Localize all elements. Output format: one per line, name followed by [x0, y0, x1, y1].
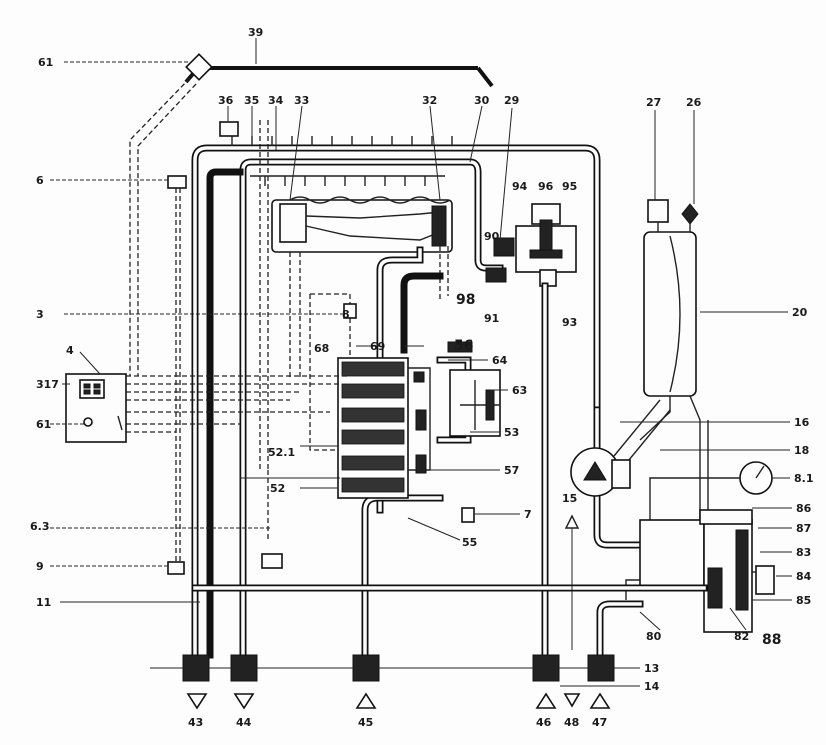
label-68: 68: [314, 342, 329, 355]
casing-frame: [191, 144, 601, 659]
label-34: 34: [268, 94, 284, 107]
label-8-1: 8.1: [794, 472, 814, 485]
label-8: 8: [342, 308, 350, 321]
label-4: 4: [66, 344, 74, 357]
label-57: 57: [504, 464, 519, 477]
label-91: 91: [484, 312, 499, 325]
label-61-top: 61: [38, 56, 53, 69]
label-33: 33: [294, 94, 309, 107]
label-69: 69: [370, 340, 385, 353]
label-20: 20: [792, 306, 808, 319]
label-61-mid: 61: [36, 418, 51, 431]
label-83: 83: [796, 546, 811, 559]
label-56: 56: [454, 338, 473, 354]
label-48: 48: [564, 716, 579, 729]
manifold-pipe: [191, 584, 708, 659]
label-85: 85: [796, 594, 811, 607]
label-3: 3: [36, 308, 44, 321]
hydraulic-block: [625, 509, 775, 633]
label-9: 9: [36, 560, 44, 573]
label-7: 7: [524, 508, 532, 521]
burner-icon: [337, 357, 431, 499]
label-80: 80: [646, 630, 662, 643]
label-6: 6: [36, 174, 44, 187]
labels: 61 39 36 35 34 33 32 30 29 27 26 6 94 96…: [30, 26, 814, 729]
label-94: 94: [512, 180, 528, 193]
label-46: 46: [536, 716, 552, 729]
expansion-vessel-icon: [639, 199, 709, 520]
pressure-gauge-icon: [649, 461, 773, 520]
label-15: 15: [562, 492, 577, 505]
heat-exchanger-icon: [271, 196, 453, 380]
label-26: 26: [686, 96, 702, 109]
flue-pipe: [184, 53, 494, 88]
label-93: 93: [562, 316, 577, 329]
label-39: 39: [248, 26, 263, 39]
flue-hood: [231, 136, 453, 186]
label-64: 64: [492, 354, 508, 367]
label-86: 86: [796, 502, 812, 515]
label-88: 88: [762, 632, 781, 648]
right-pipes: [541, 282, 644, 659]
leader-lines: [50, 38, 792, 631]
label-95: 95: [562, 180, 577, 193]
label-55: 55: [462, 536, 477, 549]
label-317: 317: [36, 378, 59, 391]
label-84: 84: [796, 570, 812, 583]
label-11: 11: [36, 596, 51, 609]
label-96: 96: [538, 180, 554, 193]
label-13: 13: [644, 662, 659, 675]
label-18: 18: [794, 444, 809, 457]
label-29: 29: [504, 94, 519, 107]
sensors: [167, 121, 580, 650]
pump-icon: [570, 399, 671, 497]
label-47: 47: [592, 716, 607, 729]
label-90: 90: [484, 230, 500, 243]
wiring: [126, 77, 351, 568]
label-43: 43: [188, 716, 203, 729]
label-98: 98: [456, 292, 475, 308]
label-16: 16: [794, 416, 810, 429]
outlet-arrow-icon: [186, 693, 581, 710]
label-52-1: 52.1: [268, 446, 295, 459]
label-63: 63: [512, 384, 527, 397]
label-36: 36: [218, 94, 234, 107]
label-32: 32: [422, 94, 437, 107]
label-44: 44: [236, 716, 252, 729]
diverter-valve: [485, 203, 577, 287]
label-45: 45: [358, 716, 373, 729]
label-52: 52: [270, 482, 285, 495]
label-30: 30: [474, 94, 490, 107]
control-panel-icon: [65, 373, 127, 443]
label-27: 27: [646, 96, 661, 109]
label-14: 14: [644, 680, 660, 693]
gas-valve-icon: [436, 341, 501, 444]
label-35: 35: [244, 94, 259, 107]
label-6-3: 6.3: [30, 520, 50, 533]
label-53: 53: [504, 426, 519, 439]
bottom-connections: [150, 654, 640, 687]
label-82: 82: [734, 630, 749, 643]
label-87: 87: [796, 522, 811, 535]
inlet-arrow-icon: [355, 692, 611, 709]
